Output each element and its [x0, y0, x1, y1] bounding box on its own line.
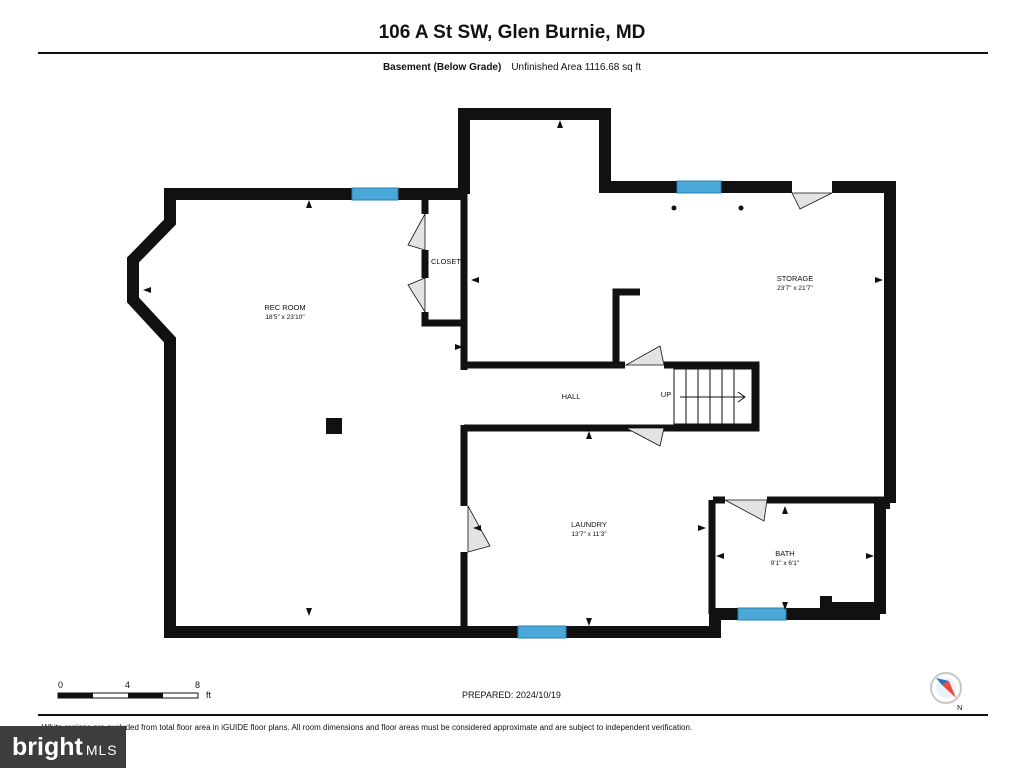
inner-walls [421, 194, 890, 628]
hall-label: HALL [562, 392, 581, 401]
door-hall-laundry [625, 427, 665, 447]
rec-room-dims: 18'5" x 23'10" [265, 314, 305, 321]
area-label: Unfinished Area 1116.68 sq ft [511, 62, 642, 73]
scale-unit: ft [206, 690, 212, 700]
bath-dims: 9'1" x 6'1" [771, 560, 800, 567]
prepared-date: PREPARED: 2024/10/19 [462, 690, 561, 700]
scale-tick-0: 0 [58, 680, 64, 690]
window-bath [737, 607, 787, 621]
footer-divider [38, 714, 988, 716]
header-divider [38, 52, 988, 54]
windows [351, 180, 787, 639]
doors [407, 181, 833, 553]
level-label: Basement (Below Grade) [382, 62, 502, 73]
scale-tick-4: 4 [125, 680, 131, 690]
compass-north-label: N [957, 703, 962, 712]
disclaimer-text: White regions are excluded from total fl… [42, 723, 693, 732]
compass-icon [930, 672, 962, 704]
window-laundry [517, 625, 567, 639]
logo-suffix: MLS [85, 742, 118, 758]
stairs-up-label: UP [661, 390, 671, 399]
window-rec-room [351, 187, 399, 201]
door-storage-exterior [791, 192, 833, 210]
plan-title: 106 A St SW, Glen Burnie, MD [378, 22, 646, 43]
bath-label: BATH [775, 549, 794, 558]
door-closet-lower [407, 277, 426, 314]
plan-subtitle: Basement (Below Grade) Unfinished Area 11… [0, 62, 1024, 73]
door-closet-upper [407, 213, 426, 251]
post-marker [671, 205, 677, 211]
door-bath [724, 499, 768, 522]
rec-room-label: REC ROOM [264, 303, 305, 312]
measurement-arrows [143, 120, 883, 626]
storage-dims: 23'7" x 21'7" [777, 285, 813, 292]
stairs [673, 368, 753, 425]
post-marker [738, 205, 744, 211]
door-hall-storage [624, 345, 665, 366]
scale-bar [57, 692, 199, 699]
window-storage [676, 180, 722, 194]
laundry-label: LAUNDRY [571, 520, 607, 529]
closet-label: CLOSET [431, 257, 461, 266]
support-column [326, 418, 342, 434]
scale-tick-8: 8 [195, 680, 201, 690]
logo-text: bright [12, 733, 83, 761]
laundry-dims: 13'7" x 11'3" [571, 531, 607, 538]
storage-label: STORAGE [777, 274, 814, 283]
